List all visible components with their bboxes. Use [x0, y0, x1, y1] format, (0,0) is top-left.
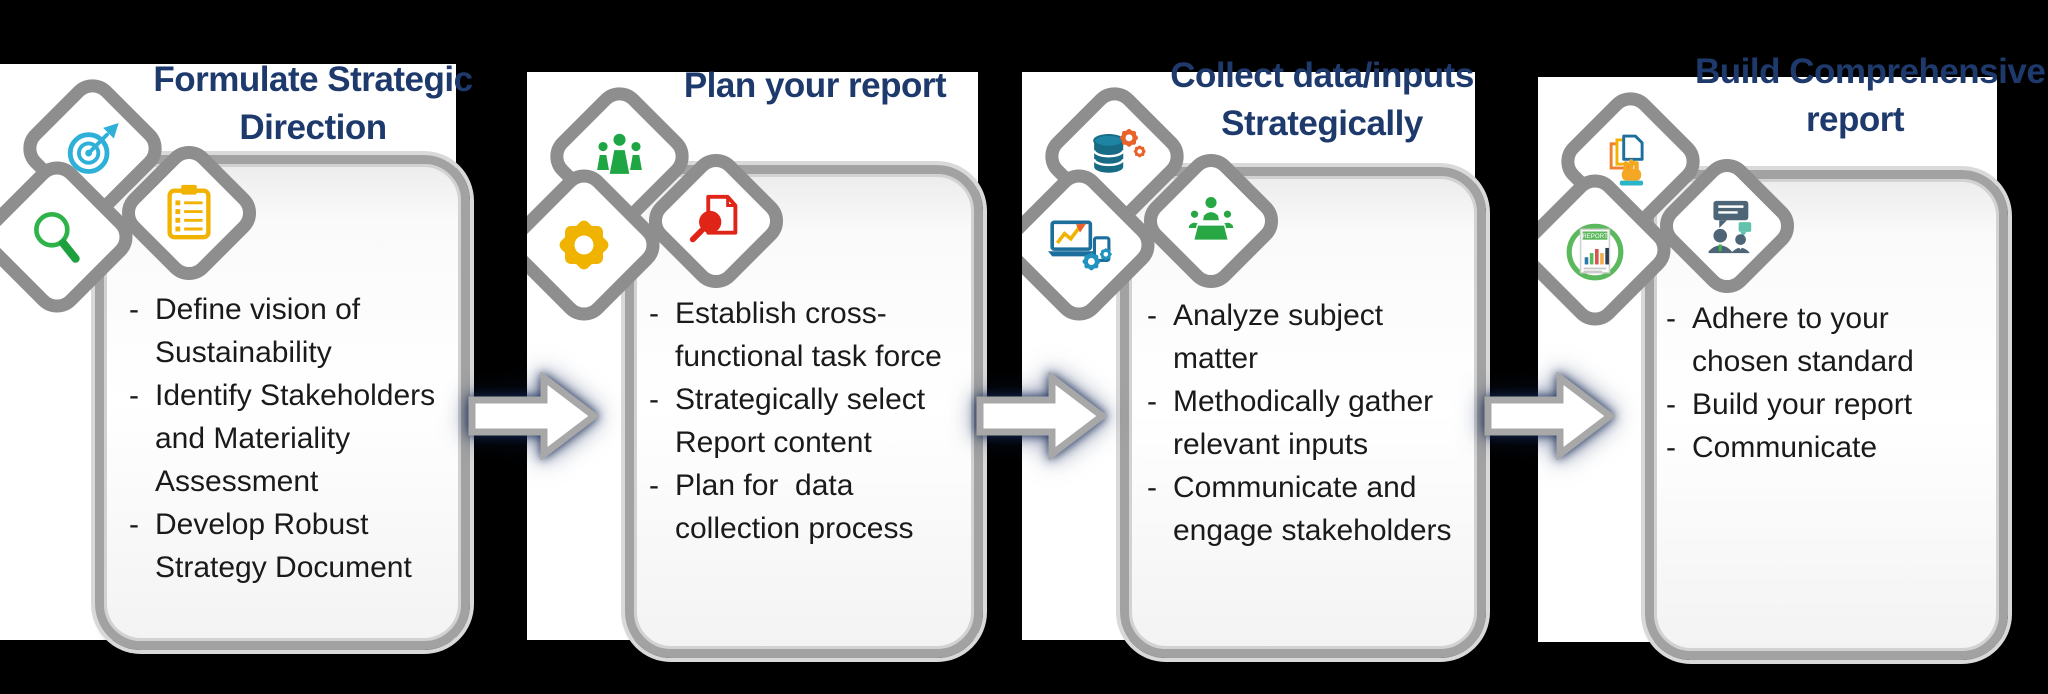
- bullet-item: Communicate and engage stakeholders: [1133, 466, 1458, 552]
- bullet-item: Methodically gather relevant inputs: [1133, 380, 1458, 466]
- step-title: Build Comprehensive report: [1695, 48, 2046, 144]
- bullet-list: Analyze subject matter Methodically gath…: [1133, 294, 1458, 552]
- flow-arrow-icon: [976, 372, 1108, 460]
- step-title-line: Collect data/inputs: [1170, 56, 1474, 95]
- bullet-list: Adhere to your chosen standard Build you…: [1652, 297, 1977, 469]
- bullet-item: Develop Robust Strategy Document: [115, 503, 455, 589]
- step-title: Collect data/inputs Strategically: [1162, 52, 1482, 148]
- flow-arrow-icon: [1484, 372, 1616, 460]
- flow-arrow-icon: [468, 372, 600, 460]
- bullet-item: Strategically select Report content: [635, 378, 960, 464]
- gear-icon: [551, 212, 617, 278]
- step-title-line: Strategically: [1221, 104, 1423, 143]
- svg-text:REPORT: REPORT: [1582, 233, 1608, 240]
- step-title: Formulate Strategic Direction: [143, 56, 483, 152]
- step-panel-1: Formulate Strategic Direction Define vis…: [0, 60, 473, 650]
- step-title: Plan your report: [655, 62, 975, 110]
- bullet-list: Define vision of Sustainability Identify…: [115, 288, 455, 589]
- bullet-item: Adhere to your chosen standard: [1652, 297, 1977, 383]
- report-chart-icon: REPORT: [1562, 217, 1628, 283]
- step-panel-3: Collect data/inputs Strategically Analyz…: [1022, 56, 1486, 658]
- bullet-item: Communicate: [1652, 426, 1977, 469]
- step-title-line: Formulate Strategic: [153, 60, 473, 99]
- step-title-line: Plan your report: [683, 66, 947, 105]
- bullet-item: Identify Stakeholders and Materiality As…: [115, 374, 455, 503]
- bullet-item: Plan for data collection process: [635, 464, 960, 550]
- step-panel-2: Plan your report Establish cross-functio…: [527, 66, 983, 658]
- bullet-item: Analyze subject matter: [1133, 294, 1458, 380]
- magnifier-icon: [24, 204, 90, 270]
- step-panel-4: REPORT: [1538, 52, 2046, 660]
- bullet-item: Define vision of Sustainability: [115, 288, 455, 374]
- bullet-list: Establish cross-functional task force St…: [635, 292, 960, 550]
- step-title-line: Direction: [239, 108, 387, 147]
- step-title-line: report: [1805, 100, 1905, 139]
- documents-hand-icon: [1600, 131, 1662, 193]
- bullet-item: Build your report: [1652, 383, 1977, 426]
- bullet-item: Establish cross-functional task force: [635, 292, 960, 378]
- analytics-laptop-icon: [1046, 212, 1112, 278]
- step-title-line: Build Comprehensive: [1695, 52, 2046, 91]
